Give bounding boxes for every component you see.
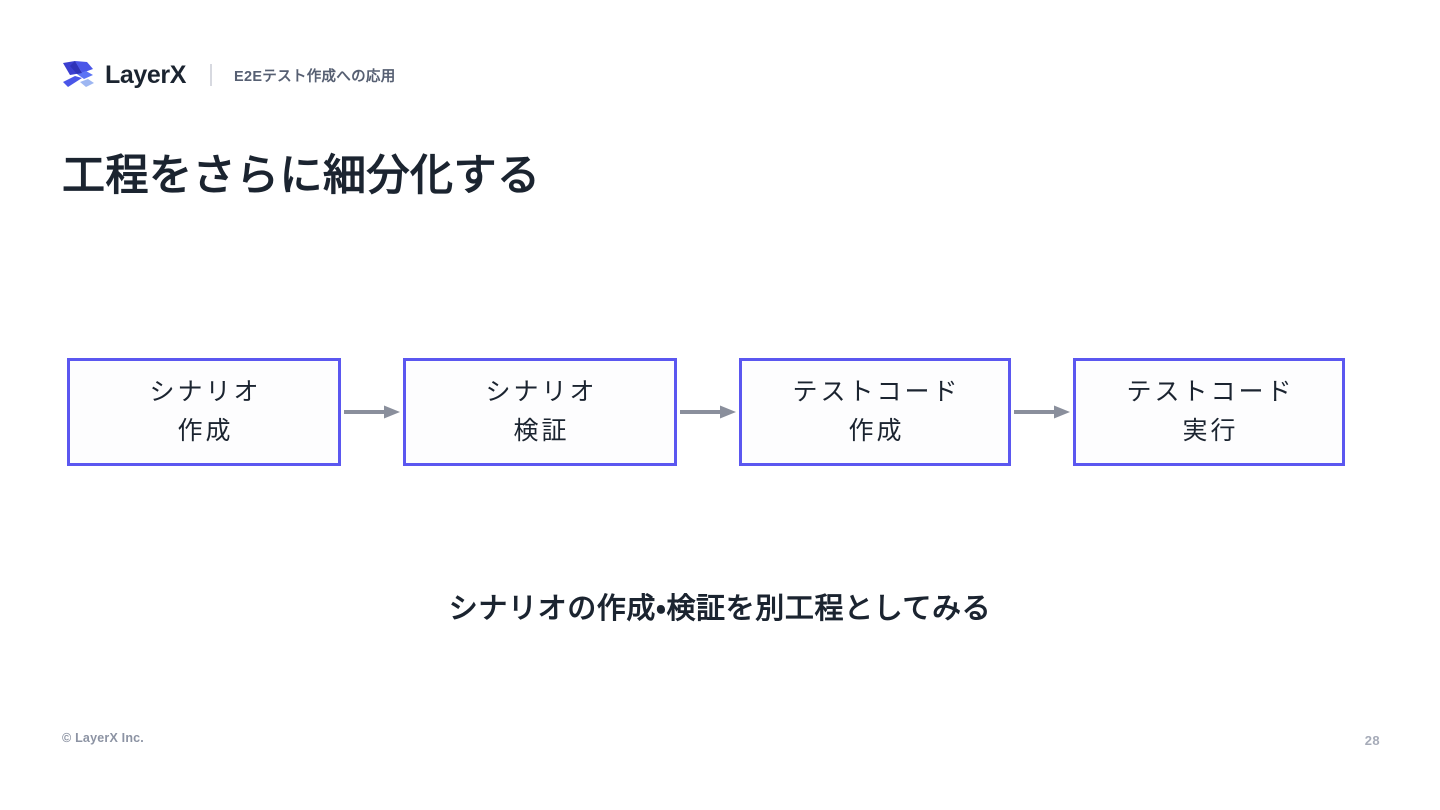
flow-step-box-2: シナリオ 検証 — [403, 358, 677, 466]
flow-step-1-line2: 作成 — [177, 416, 234, 445]
flow-step-box-4: テストコード 実行 — [1073, 358, 1345, 466]
flow-step-4-line2: 実行 — [1182, 416, 1239, 445]
arrow-right-icon — [344, 405, 400, 419]
header-subtitle: E2Eテスト作成への応用 — [234, 68, 396, 85]
layerx-logo-mark-icon — [63, 61, 94, 87]
slide-header: LayerX E2Eテスト作成への応用 — [62, 58, 396, 92]
flow-step-2-line1: シナリオ — [485, 377, 598, 407]
footer-copyright: © LayerX Inc. — [62, 731, 144, 745]
footer-page-number: 28 — [1364, 733, 1380, 748]
flow-step-3-line2: 作成 — [848, 416, 905, 445]
page-title: 工程をさらに細分化する — [62, 151, 541, 200]
flow-step-1-line1: シナリオ — [149, 377, 262, 407]
header-divider — [210, 64, 212, 86]
layerx-wordmark: LayerX — [105, 60, 186, 89]
arrow-right-icon — [1014, 405, 1070, 419]
flow-step-box-1: シナリオ 作成 — [67, 358, 341, 466]
flow-arrow-1 — [341, 405, 403, 419]
flow-step-3-line1: テストコード — [792, 377, 961, 407]
flow-arrow-2 — [677, 405, 739, 419]
arrow-right-icon — [680, 405, 736, 419]
flow-step-2-line2: 検証 — [513, 416, 570, 445]
flow-step-box-3: テストコード 作成 — [739, 358, 1011, 466]
slide-caption: シナリオの作成・検証を別工程としてみる — [448, 593, 992, 625]
process-flow-diagram: シナリオ 作成 シナリオ 検証 テストコード 作成 — [67, 357, 1345, 467]
flow-arrow-3 — [1011, 405, 1073, 419]
flow-step-4-line1: テストコード — [1126, 377, 1295, 407]
